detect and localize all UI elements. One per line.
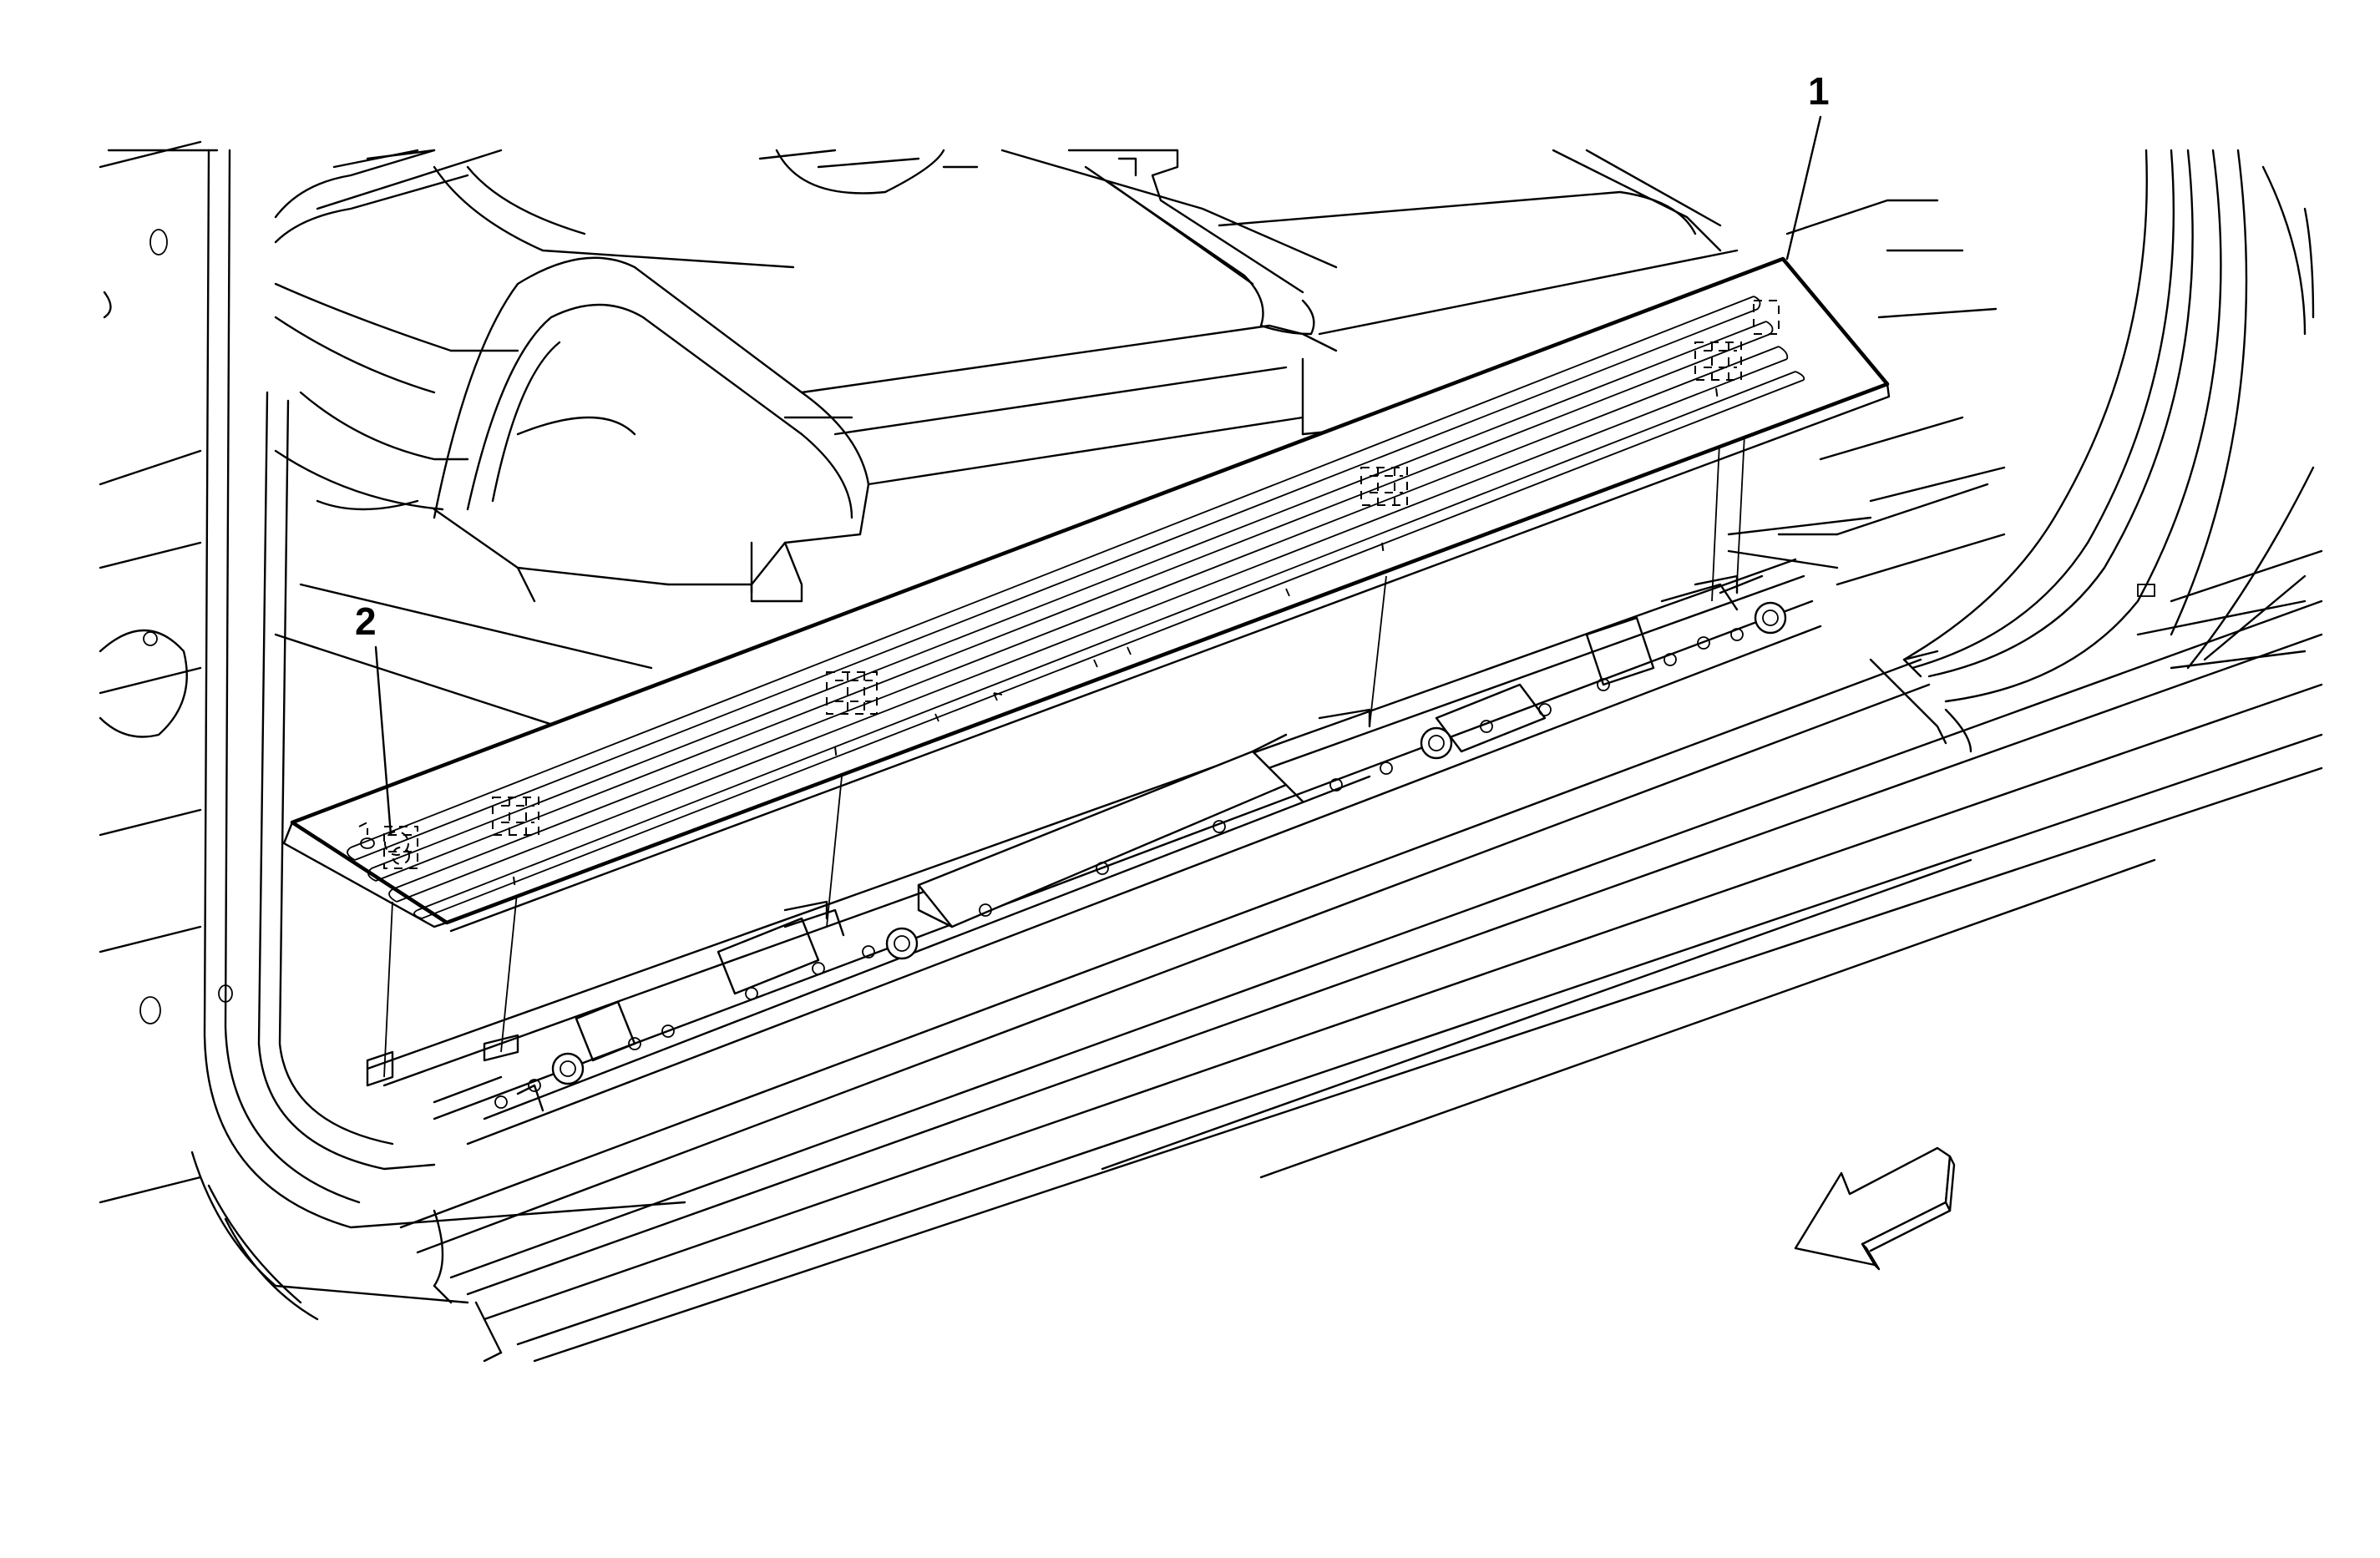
vehicle-body-structure xyxy=(99,140,2323,1363)
hidden-retainer-clips xyxy=(358,300,1780,890)
rail-rivets xyxy=(494,628,1744,1109)
callout-label-1: 1 xyxy=(1808,69,1830,113)
front-direction-arrow-icon xyxy=(1794,1146,1956,1271)
sill-plate xyxy=(282,256,1891,933)
sill-retainer-rail xyxy=(366,558,1822,1146)
callout-2: 2 xyxy=(355,599,392,837)
callout-label-2: 2 xyxy=(355,599,377,643)
callout-1: 1 xyxy=(1785,69,1830,261)
alignment-guide-lines xyxy=(383,417,1746,1078)
